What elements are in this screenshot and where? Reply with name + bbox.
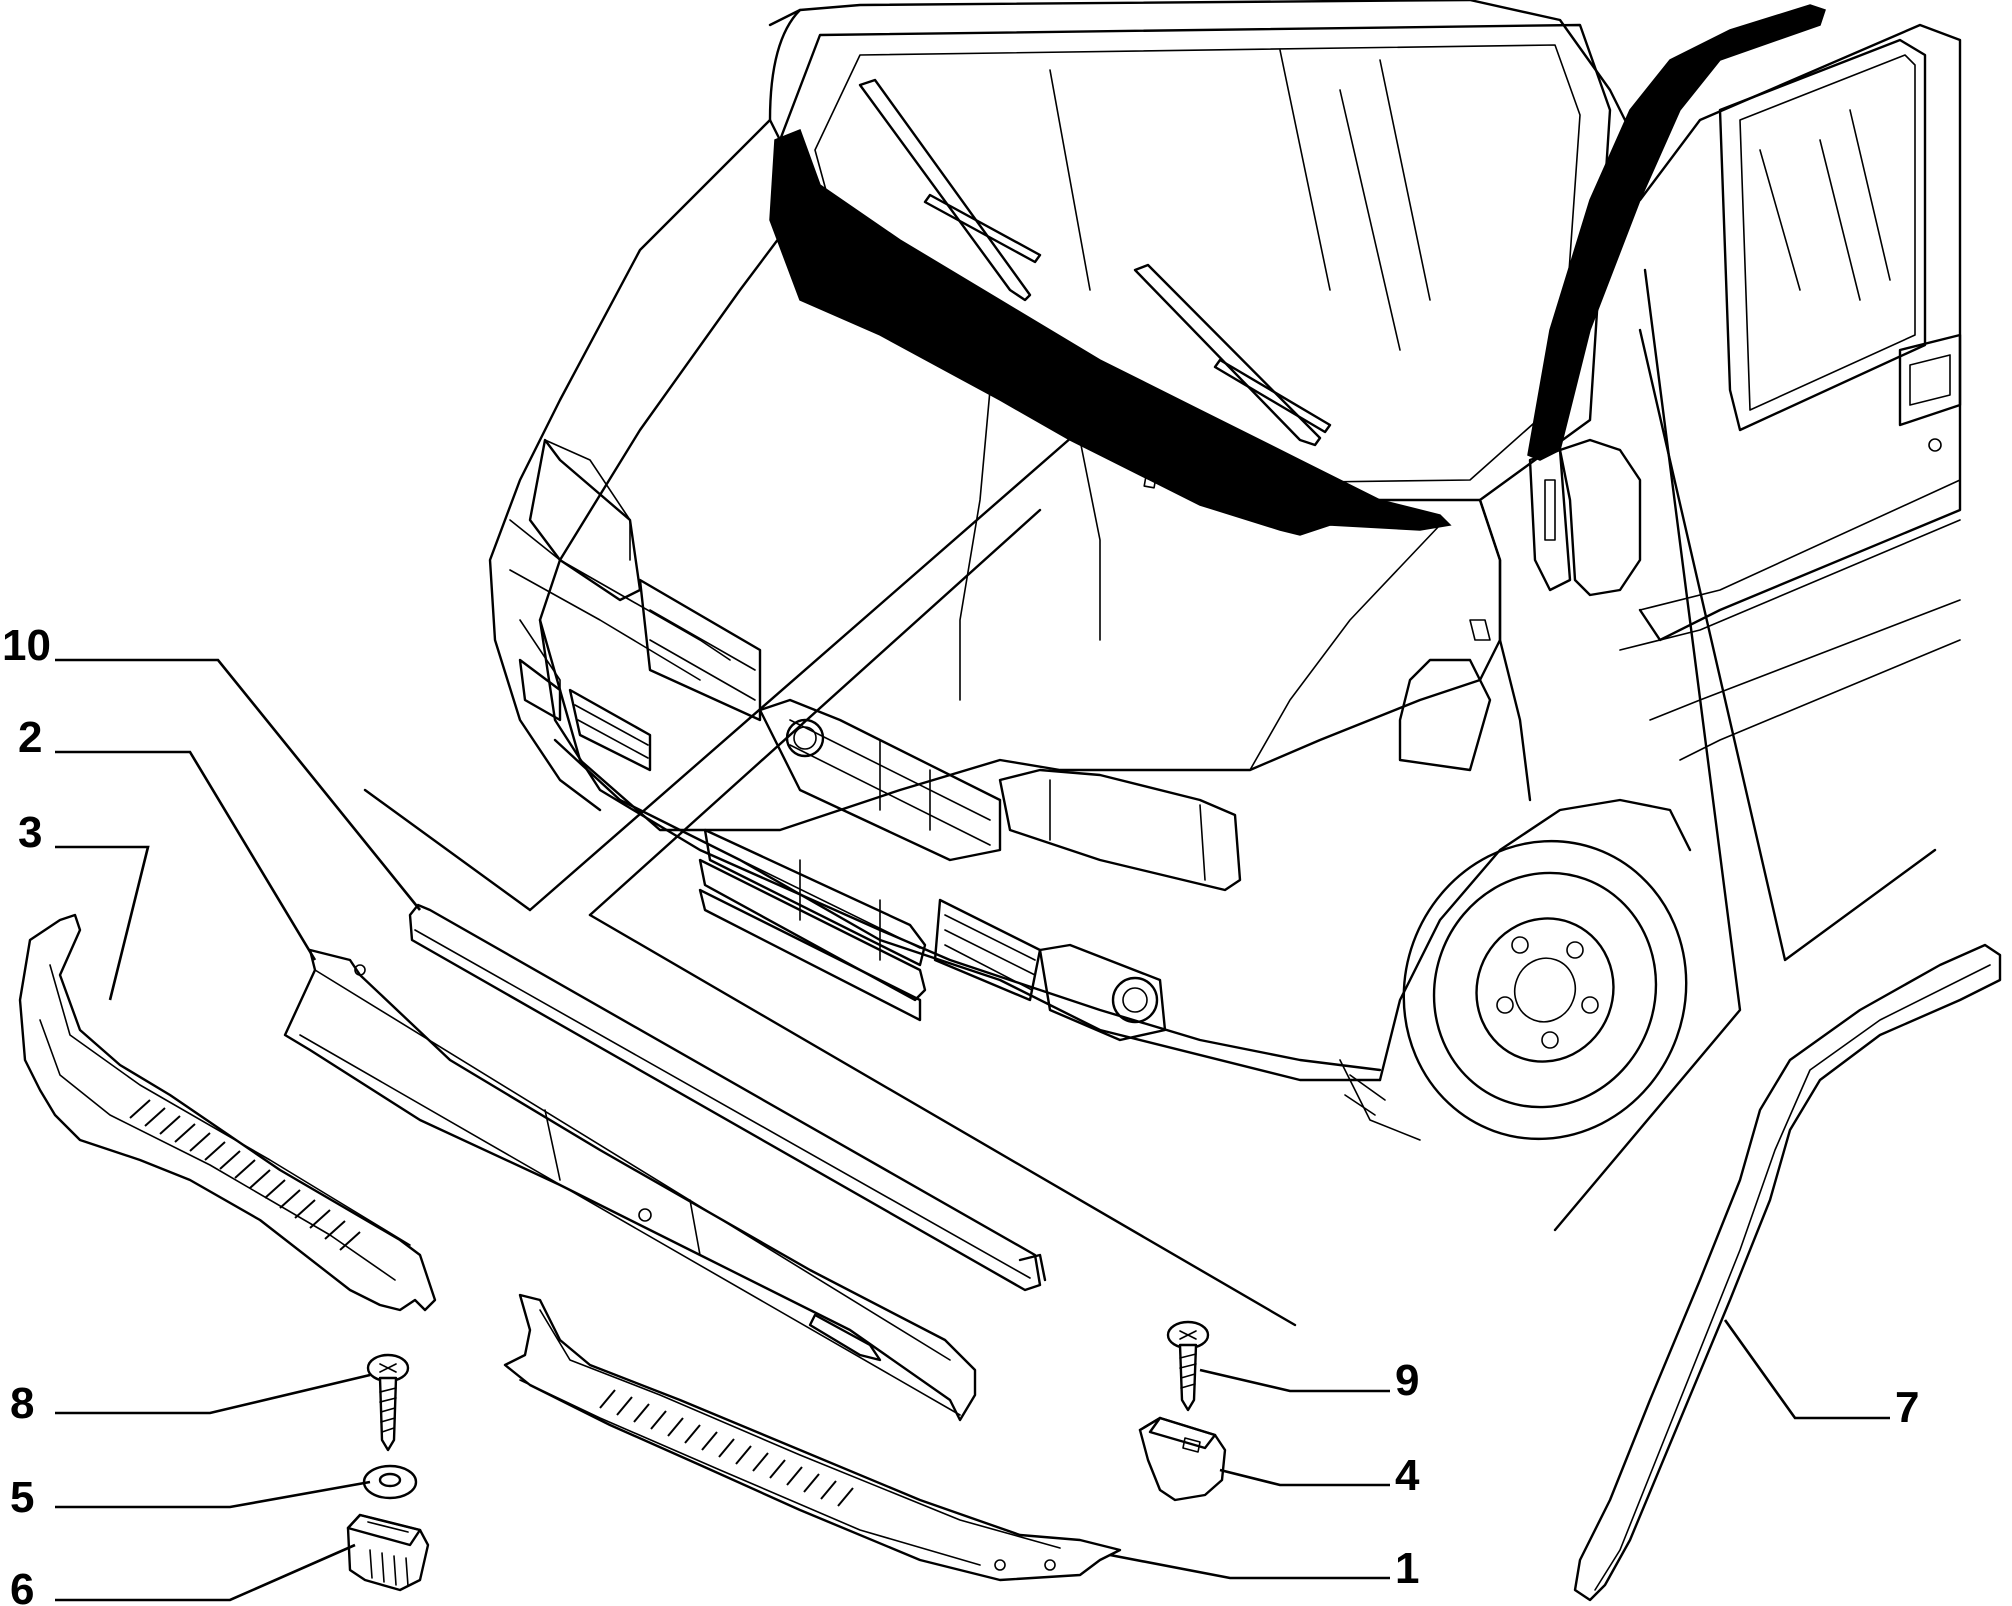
callout-7: 7 (1895, 1383, 1919, 1432)
callout-3: 3 (18, 808, 42, 857)
leader-7 (1723, 1319, 1890, 1420)
leader-3 (55, 845, 150, 1001)
callout-9: 9 (1395, 1356, 1419, 1405)
part-9-screw (1166, 1320, 1210, 1412)
leader-4 (1219, 1468, 1390, 1487)
leader-9 (1199, 1368, 1390, 1393)
callout-5: 5 (10, 1473, 34, 1522)
part-8-screw (366, 1353, 410, 1452)
callout-4: 4 (1395, 1451, 1420, 1500)
leader-5 (55, 1480, 371, 1509)
part-5-washer (362, 1464, 418, 1500)
part-6-clip (346, 1513, 430, 1592)
part-1-right-cowl-panel (503, 1293, 1122, 1582)
part-4-bracket (1138, 1416, 1227, 1502)
door-frame-seal (1527, 4, 1826, 461)
part-3-vent-slots (129, 1099, 361, 1251)
windshield-cowl-seal (769, 129, 1452, 536)
part-3-left-cowl-panel (18, 913, 437, 1312)
callout-2: 2 (18, 713, 42, 762)
leader-8 (55, 1373, 371, 1415)
callout-1: 1 (1395, 1544, 1419, 1593)
leader-1 (1109, 1553, 1390, 1580)
callout-leaders (55, 658, 1890, 1602)
part-10-weatherstrip (408, 903, 1047, 1292)
part-7-curved-seal-strip (1573, 943, 2002, 1602)
leader-10 (55, 658, 422, 911)
leader-2 (55, 750, 317, 961)
callout-10: 10 (2, 621, 51, 670)
callout-labels: 10 2 3 8 5 6 9 4 1 7 (2, 621, 1919, 1606)
part-1-vent-slots (599, 1389, 854, 1507)
van-front-illustration (363, 0, 1962, 1327)
callout-8: 8 (10, 1379, 34, 1428)
callout-6: 6 (10, 1565, 34, 1606)
part-2-cowl-support (283, 948, 977, 1422)
leader-6 (55, 1543, 356, 1602)
